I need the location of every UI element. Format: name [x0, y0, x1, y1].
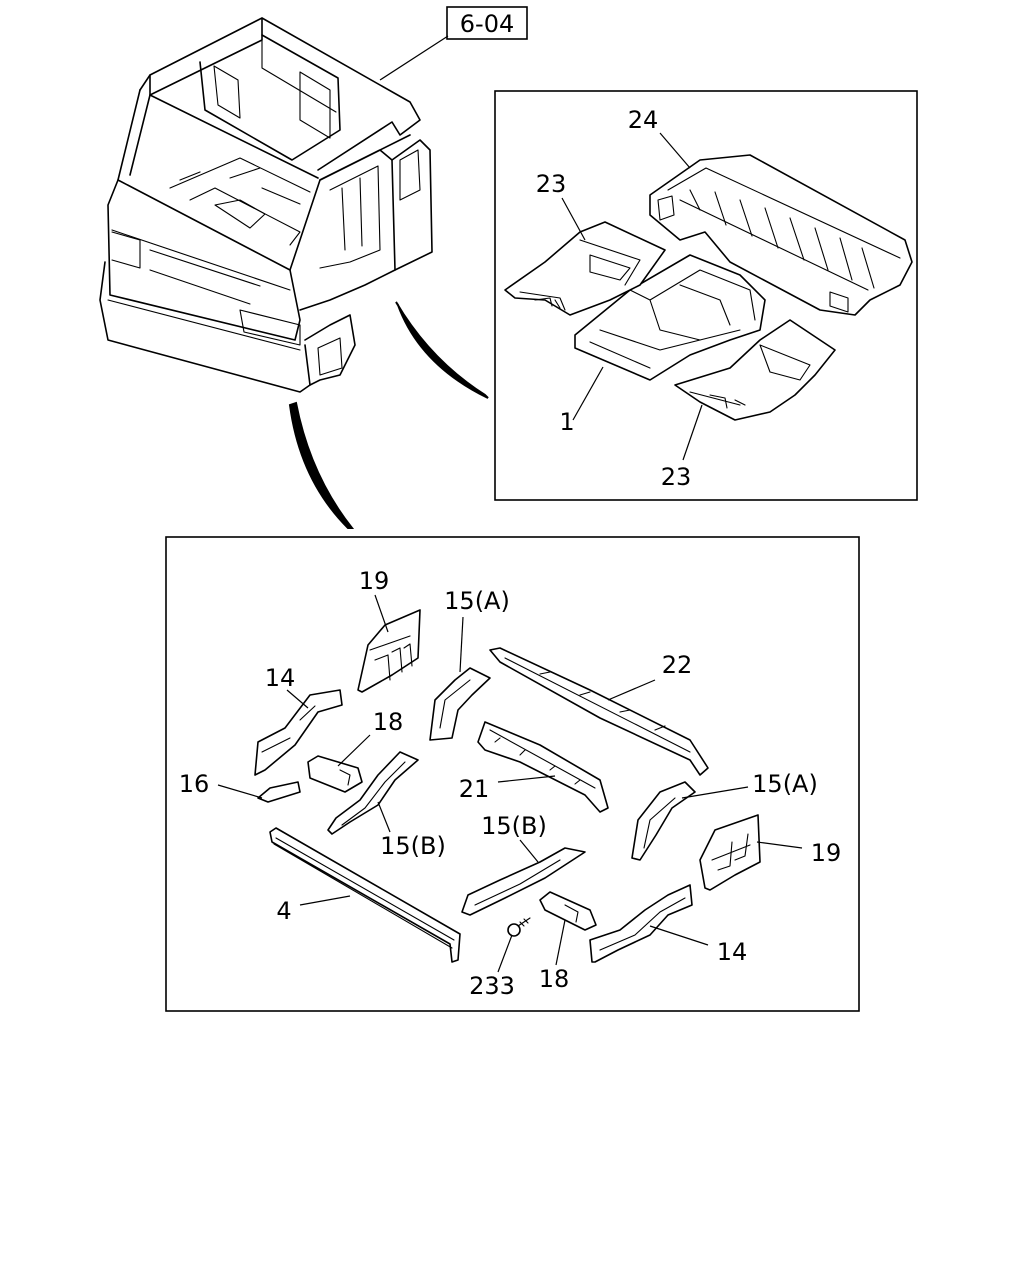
floor-detail-frame — [494, 90, 918, 501]
callout-23-upper: 23 — [536, 170, 567, 198]
callout-21: 21 — [459, 775, 490, 803]
callout-22: 22 — [662, 651, 693, 679]
truck-cab-drawing — [99, 17, 449, 393]
callout-233: 233 — [469, 972, 515, 1000]
pointer-arc-upper — [395, 301, 489, 399]
callout-15a-left: 15(A) — [444, 587, 510, 615]
callout-15a-right: 15(A) — [752, 770, 818, 798]
callout-18-left: 18 — [373, 708, 404, 736]
callout-16: 16 — [179, 770, 210, 798]
callout-1: 1 — [559, 408, 574, 436]
reference-box: 6-04 — [446, 6, 528, 40]
pointer-arc-lower — [288, 401, 355, 529]
reference-box-label: 6-04 — [460, 10, 514, 38]
callout-4: 4 — [276, 897, 291, 925]
callout-14-right: 14 — [717, 938, 748, 966]
callout-23-lower: 23 — [661, 463, 692, 491]
members-detail-frame — [165, 536, 860, 1012]
callout-15b-left: 15(B) — [380, 832, 446, 860]
members-drawing — [217, 594, 803, 973]
screw-233-icon — [507, 917, 531, 937]
callout-19-right: 19 — [811, 839, 842, 867]
callout-14-left: 14 — [265, 664, 296, 692]
callout-15b-right: 15(B) — [481, 812, 547, 840]
callout-24: 24 — [628, 106, 659, 134]
floor-assembly-drawing — [504, 132, 913, 461]
callout-18-right: 18 — [539, 965, 570, 993]
callout-19-left: 19 — [359, 567, 390, 595]
